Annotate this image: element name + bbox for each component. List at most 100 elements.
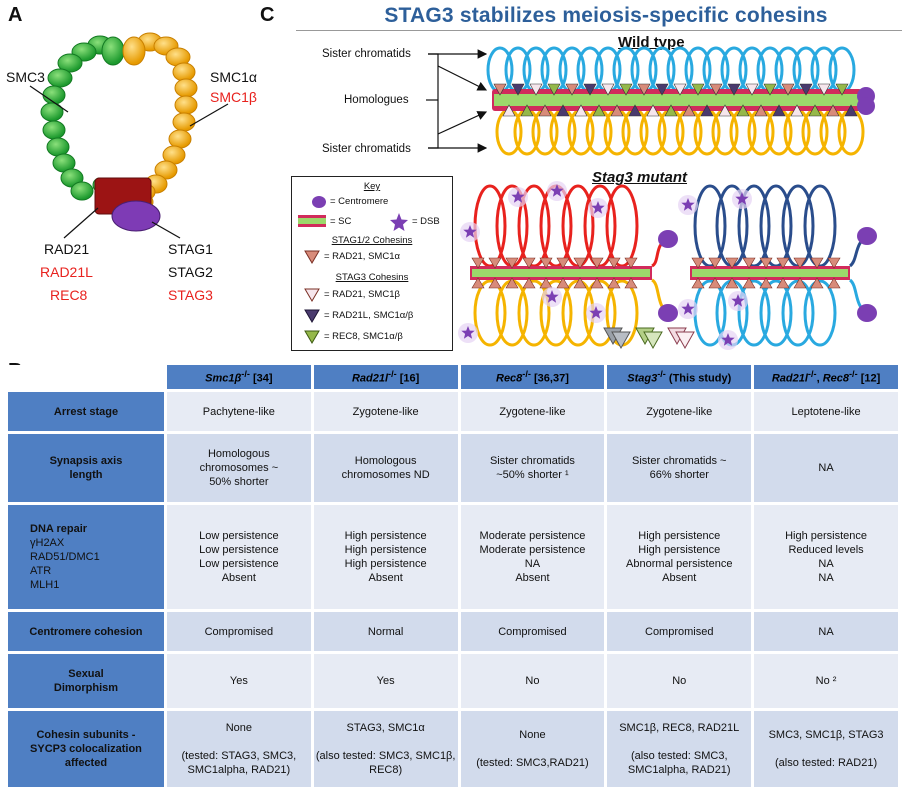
col-gene: Smc1β bbox=[205, 372, 242, 385]
wt-cohesin-bottom bbox=[592, 104, 606, 117]
mutant-cohesin-bottom bbox=[759, 277, 773, 289]
table-cell: Normal bbox=[313, 612, 458, 651]
cell-line bbox=[756, 742, 896, 756]
mutant-cohesin-bottom bbox=[810, 277, 824, 289]
table-row: Centromere cohesion Compromised Normal C… bbox=[8, 612, 898, 651]
col-sup: -/- bbox=[807, 369, 817, 380]
table-cell: No bbox=[607, 654, 752, 708]
mutant-cohesin-top bbox=[776, 257, 790, 269]
mutant-heading: Stag3 mutant bbox=[592, 169, 687, 186]
row-subheader: RAD51/DMC1 bbox=[30, 551, 100, 563]
label-rad21: RAD21 bbox=[44, 241, 90, 257]
table-cell: Compromised bbox=[607, 612, 752, 651]
stag3-mutant-diagram bbox=[458, 181, 877, 350]
wt-loops bbox=[486, 46, 865, 156]
mutant-cohesin-bottom bbox=[471, 277, 485, 289]
table-cell: No ² bbox=[754, 654, 898, 708]
col-sup: -/- bbox=[241, 369, 250, 380]
mutant-cohesin-triangles bbox=[471, 257, 841, 289]
col-sup: -/- bbox=[657, 369, 666, 380]
cell-line: NA bbox=[818, 572, 834, 584]
key-stag12-text: = RAD21, SMC1α bbox=[324, 251, 400, 262]
wt-cohesin-bottom bbox=[772, 104, 786, 117]
cell-line: Low persistence bbox=[199, 558, 279, 570]
table-cell: None (tested: STAG3, SMC3, SMC1alpha, RA… bbox=[166, 711, 311, 787]
mutant-cohesin-top bbox=[793, 257, 807, 269]
mutant-centromeres bbox=[658, 227, 877, 322]
wt-cohesin-bottom bbox=[736, 104, 750, 117]
col-header-smc1b: Smc1β-/- [34] bbox=[166, 365, 311, 389]
mutant-cohesin-top bbox=[488, 257, 502, 269]
table-cell: Compromised bbox=[166, 612, 311, 651]
dsb-star bbox=[681, 198, 695, 211]
mutant-cohesin-bottom bbox=[691, 277, 705, 289]
mutant-cohesin-top bbox=[691, 257, 705, 269]
mutant-loop-orange bbox=[473, 279, 507, 347]
col-gene: Rad21l bbox=[771, 372, 808, 385]
cell-text: Homologous chromosomes ~ 50% shorter bbox=[199, 448, 279, 488]
cohesin-ring-diagram bbox=[29, 32, 229, 239]
col-gene: Rad21l bbox=[351, 372, 389, 385]
col-ref: (This study) bbox=[665, 372, 732, 385]
smc1-pointer bbox=[189, 103, 229, 127]
cell-line: Low persistence bbox=[199, 544, 279, 556]
mutant-cohesin-bottom bbox=[556, 277, 570, 289]
wt-cohesin-top bbox=[817, 83, 831, 96]
cell-line: High persistence bbox=[344, 544, 427, 556]
mutant-loop-blue bbox=[737, 279, 771, 347]
wt-cohesin-top bbox=[637, 83, 651, 96]
col-header-rec8: Rec8-/- [36,37] bbox=[460, 365, 605, 389]
table-row: DNA repair γH2AX RAD51/DMC1 ATR MLH1 Low… bbox=[8, 505, 898, 609]
wt-cohesin-bottom bbox=[610, 104, 624, 117]
mutant-cohesin-bottom bbox=[573, 277, 587, 289]
wt-cohesin-bottom bbox=[700, 104, 714, 117]
col-sup2: -/- bbox=[849, 369, 858, 380]
table-header-row: Smc1β-/- [34] Rad21l-/- [16] Rec8-/- [36… bbox=[8, 365, 898, 389]
table-cell: NA bbox=[754, 612, 898, 651]
dsb-star bbox=[461, 326, 475, 339]
wt-cohesin-top bbox=[745, 83, 759, 96]
table-cell: Leptotene-like bbox=[754, 392, 898, 431]
table-cell: SMC1β, REC8, RAD21L (also tested: SMC3, … bbox=[607, 711, 752, 787]
wt-cohesin-bottom bbox=[628, 104, 642, 117]
mutant-cohesin-bottom bbox=[590, 277, 604, 289]
col-header-rad21l: Rad21l-/- [16] bbox=[313, 365, 458, 389]
wt-cohesin-bottom bbox=[664, 104, 678, 117]
cell-line: Absent bbox=[662, 572, 697, 584]
wt-cohesin-bottom bbox=[538, 104, 552, 117]
key-box: Key = Centromere = SC = DSB STAG1/2 Cohe… bbox=[291, 176, 453, 351]
title-rule bbox=[296, 30, 902, 31]
table-cell: Homologous chromosomes ~ 50% shorter bbox=[166, 434, 311, 502]
col-ref: [12] bbox=[857, 372, 881, 385]
stag-oval bbox=[111, 200, 161, 232]
col-header-rad21l-rec8: Rad21l-/-, Rec8-/- [12] bbox=[754, 365, 898, 389]
wt-cohesin-bottom bbox=[574, 104, 588, 117]
cell-line: Absent bbox=[221, 572, 256, 584]
dsb-star bbox=[681, 302, 695, 315]
table-cell: SMC3, SMC1β, STAG3 (also tested: RAD21) bbox=[754, 711, 898, 787]
wt-cohesin-top bbox=[493, 83, 507, 96]
wt-cohesin-top bbox=[583, 83, 597, 96]
mutant-cohesin-top bbox=[725, 257, 739, 269]
label-smc3: SMC3 bbox=[6, 69, 45, 85]
table-cell: Sister chromatids ~50% shorter ¹ bbox=[460, 434, 605, 502]
dsb-star bbox=[463, 225, 477, 238]
label-stag3: STAG3 bbox=[168, 287, 213, 303]
wt-cohesin-top bbox=[655, 83, 669, 96]
dsb-star bbox=[731, 294, 745, 307]
mutant-cohesin-top bbox=[539, 257, 553, 269]
table-cell: Zygotene-like bbox=[313, 392, 458, 431]
cell-line: NA bbox=[524, 558, 541, 570]
wt-cohesin-top bbox=[763, 83, 777, 96]
cell-line: STAG3, SMC1α bbox=[346, 722, 425, 734]
wt-cohesin-bottom bbox=[754, 104, 768, 117]
mutant-sc-left bbox=[470, 266, 652, 280]
cell-line: High persistence bbox=[785, 530, 868, 542]
mutant-cohesin-top bbox=[471, 257, 485, 269]
row-header-text: Sexual Dimorphism bbox=[53, 668, 119, 694]
wt-cohesin-bottom bbox=[790, 104, 804, 117]
row-header: Synapsis axis length bbox=[8, 434, 164, 502]
mutant-cohesin-top bbox=[522, 257, 536, 269]
cell-line: Moderate persistence bbox=[479, 544, 586, 556]
